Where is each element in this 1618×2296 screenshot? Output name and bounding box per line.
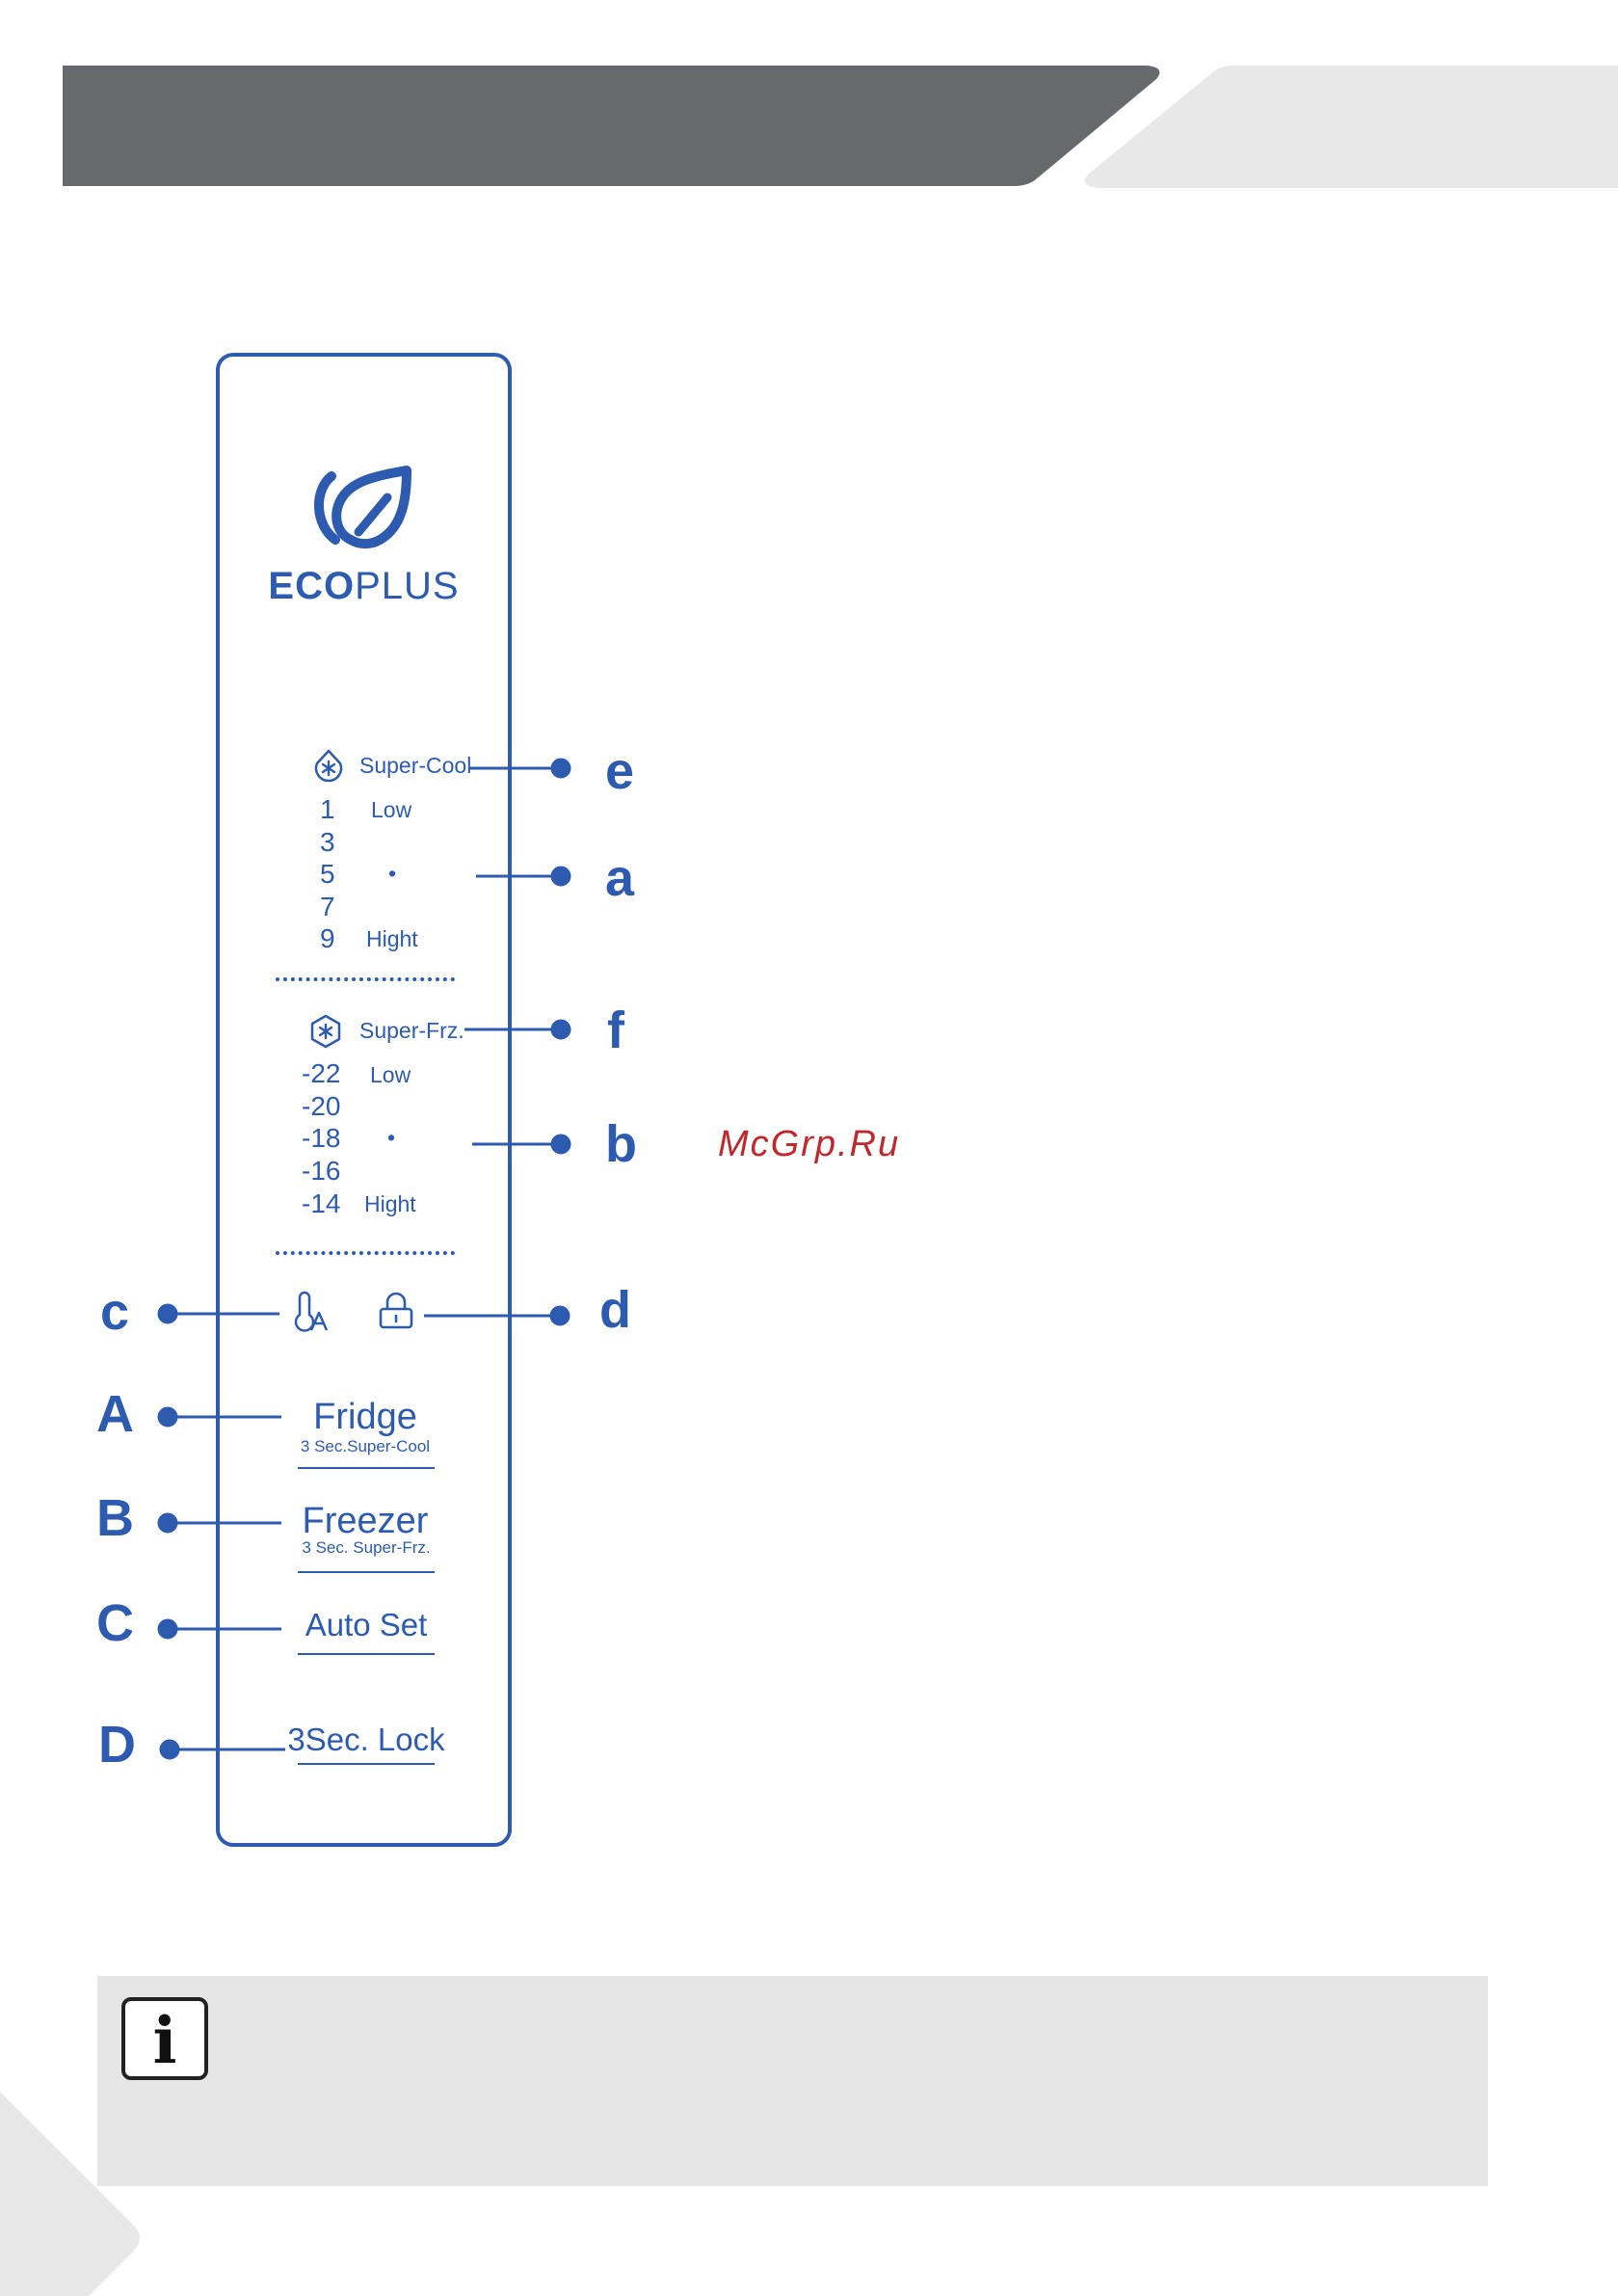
callout-f: f	[607, 1004, 624, 1056]
callout-c: c	[100, 1286, 129, 1338]
callout-a: a	[605, 852, 634, 904]
info-icon: i	[121, 1997, 208, 2080]
callout-C: C	[96, 1597, 134, 1649]
callout-A: A	[96, 1388, 134, 1440]
leader-d-dot	[551, 1307, 569, 1324]
callout-B: B	[96, 1492, 134, 1544]
leader-B-dot	[159, 1514, 176, 1532]
leader-A-dot	[159, 1408, 176, 1426]
leader-f-dot	[552, 1021, 570, 1038]
leader-c-dot	[159, 1305, 176, 1322]
leader-D-dot	[161, 1741, 178, 1758]
callout-D: D	[98, 1719, 136, 1771]
corner-decoration	[0, 2092, 154, 2296]
leader-e-dot	[552, 760, 570, 777]
watermark-text: McGrp.Ru	[718, 1124, 900, 1165]
callout-d: d	[599, 1284, 631, 1336]
leader-b-dot	[552, 1135, 570, 1153]
note-box	[97, 1976, 1488, 2186]
leader-C-dot	[159, 1620, 176, 1638]
leader-a-dot	[552, 868, 570, 885]
callout-b: b	[605, 1118, 637, 1170]
info-icon-glyph: i	[125, 2001, 204, 2076]
callout-e: e	[605, 745, 634, 797]
